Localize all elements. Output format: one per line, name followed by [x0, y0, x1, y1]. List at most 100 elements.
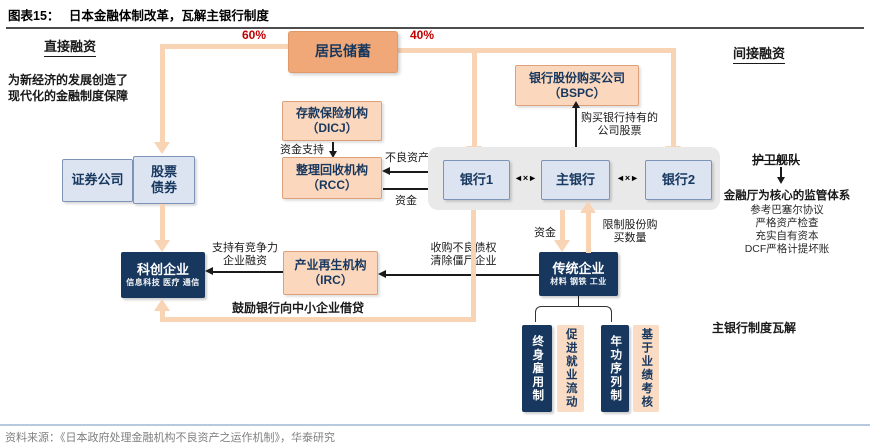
regulator-item-4: DCF严格计提坏账: [744, 243, 830, 255]
regulator-title: 金融厅为核心的监管体系: [723, 190, 851, 202]
lifetime-employment-box: 终身雇用制: [522, 325, 552, 412]
convoy-arrowhead-icon: [777, 177, 785, 184]
acquire-npl-label: 收购不良债权 清除僵尸企业: [426, 242, 501, 268]
dicj-box: 存款保险机构 （DICJ）: [282, 101, 382, 141]
indirect-financing-title: 间接融资: [733, 43, 786, 64]
flow-lending-horizontal: [160, 317, 476, 322]
direct-financing-title: 直接融资: [44, 36, 97, 57]
pct-40-label: 40%: [410, 28, 435, 42]
severed-link-icon: ◄×►: [615, 173, 640, 183]
left-note-line2: 现代化的金融制度保障: [8, 89, 129, 103]
acquire-line1: 收购不良债权: [430, 242, 497, 254]
flow-60-horizontal: [160, 44, 288, 49]
left-note-line1: 为新经济的发展创造了: [8, 73, 129, 87]
limit-line1: 限制股份购: [602, 219, 658, 231]
acquire-line2: 清除僵尸企业: [430, 255, 497, 267]
irc-to-tech-arrowhead-icon: [205, 267, 213, 275]
regulator-item-2: 严格资产检查: [755, 217, 819, 229]
bspc-box: 银行股份购买公司 （BSPC）: [515, 65, 639, 106]
funds-to-bank-label: 资金: [395, 195, 417, 207]
collapse-note: 主银行制度瓦解: [712, 321, 797, 335]
irc-box: 产业再生机构 （IRC）: [283, 251, 378, 295]
rcc-line1: 整理回收机构: [295, 163, 368, 177]
buy-shares-label: 购买银行持有的 公司股票: [572, 112, 667, 138]
dicj-line1: 存款保险机构: [295, 106, 368, 120]
traditional-subtitle: 材料 钢铁 工业: [550, 277, 607, 287]
bspc-arrowhead-icon: [572, 101, 580, 108]
main-bank-box: 主银行: [541, 160, 610, 200]
rcc-box: 整理回收机构 （RCC）: [282, 157, 382, 199]
source-note: 资料来源：《日本政府处理金融机构不良资产之运作机制》，华泰研究: [5, 432, 335, 444]
flow-40-branch1: [472, 48, 477, 146]
bracket: [535, 306, 612, 322]
limit-purchase-label: 限制股份购 买数量: [598, 219, 662, 245]
securities-box: 证券公司: [62, 159, 133, 202]
figure-title: 日本金融体制改革，瓦解主银行制度: [68, 9, 269, 23]
flow-60-arrowhead-icon: [154, 142, 170, 154]
tech-title: 科创企业: [136, 261, 189, 277]
traditional-to-irc-arrowhead-icon: [378, 270, 386, 278]
pct-60-label: 60%: [242, 28, 267, 42]
irc-line1: 产业再生机构: [294, 258, 367, 272]
bank1-box: 银行1: [443, 160, 510, 200]
flow-funds-down-arrowhead-icon: [554, 240, 570, 252]
funding-support-label: 资金支持: [280, 144, 324, 156]
irc-to-tech-line: [213, 271, 283, 273]
flow-lending-vertical: [471, 210, 476, 322]
left-note: 为新经济的发展创造了 现代化的金融制度保障: [8, 72, 128, 104]
figure-header: 图表15： 日本金融体制改革，瓦解主银行制度: [8, 5, 269, 24]
flow-limit-up-arrowhead-icon: [580, 201, 596, 213]
job-mobility-label: 促进就业流动: [564, 328, 577, 409]
convoy-arrow-line: [780, 167, 782, 178]
footer-rule: [0, 424, 870, 426]
flow-stocks-to-tech: [160, 204, 165, 242]
regulator-item-3: 充实自有资本: [755, 230, 819, 242]
traditional-to-irc-line: [386, 274, 539, 276]
support-line2: 企业融资: [223, 255, 267, 267]
flow-limit-up: [586, 213, 591, 253]
flow-40-branch2: [671, 48, 676, 146]
buy-shares-line2: 公司股票: [597, 125, 642, 137]
support-competitive-label: 支持有竞争力 企业融资: [205, 242, 285, 268]
bracket-stub: [578, 296, 580, 306]
bspc-line2: （BSPC）: [548, 85, 606, 100]
flow-lending-stub: [160, 310, 165, 318]
rcc-line2: （RCC）: [307, 178, 357, 192]
bspc-line1: 银行股份购买公司: [528, 70, 625, 85]
header-rule: [6, 27, 864, 29]
tech-subtitle: 信息科技 医疗 通信: [126, 278, 200, 288]
regulator-item-1: 参考巴塞尔协议: [750, 204, 824, 216]
stocks-bonds-box: 股票 债券: [133, 156, 195, 204]
buy-shares-line1: 购买银行持有的: [581, 112, 658, 124]
traditional-enterprises-box: 传统企业 材料 钢铁 工业: [539, 252, 618, 296]
funds-to-bank-line: [383, 188, 435, 190]
funds-to-traditional-label: 资金: [534, 227, 556, 239]
merit-assessment-box: 基于业绩考核: [633, 325, 659, 412]
tech-enterprises-box: 科创企业 信息科技 医疗 通信: [121, 252, 205, 298]
flow-funds-down: [560, 210, 565, 241]
seniority-system-box: 年功序列制: [601, 325, 629, 412]
bad-assets-label: 不良资产: [385, 152, 429, 164]
bad-assets-arrowhead-icon: [382, 167, 390, 175]
support-line1: 支持有竞争力: [212, 242, 278, 254]
flow-60-vertical: [160, 44, 165, 144]
lifetime-employment-label: 终身雇用制: [531, 334, 544, 403]
bonds-line: 债券: [150, 180, 177, 195]
convoy-fleet-label: 护卫舰队: [752, 153, 801, 167]
seniority-system-label: 年功序列制: [609, 334, 622, 403]
bank2-box: 银行2: [645, 160, 712, 200]
dicj-rcc-arrowhead-icon: [329, 151, 337, 158]
figure-tag: 图表15：: [8, 9, 60, 23]
dicj-line2: （DICJ）: [306, 121, 358, 135]
limit-line2: 买数量: [613, 232, 647, 244]
encourage-lending-label: 鼓励银行向中小企业借贷: [232, 301, 365, 315]
merit-assessment-label: 基于业绩考核: [640, 328, 653, 409]
bspc-arrow-line: [575, 108, 577, 158]
stocks-line: 股票: [150, 163, 177, 179]
traditional-title: 传统企业: [552, 260, 605, 276]
flow-stocks-to-tech-arrowhead-icon: [154, 240, 170, 252]
flow-40-horizontal: [396, 48, 676, 53]
bad-assets-line: [390, 171, 443, 173]
irc-line2: （IRC）: [308, 273, 353, 287]
